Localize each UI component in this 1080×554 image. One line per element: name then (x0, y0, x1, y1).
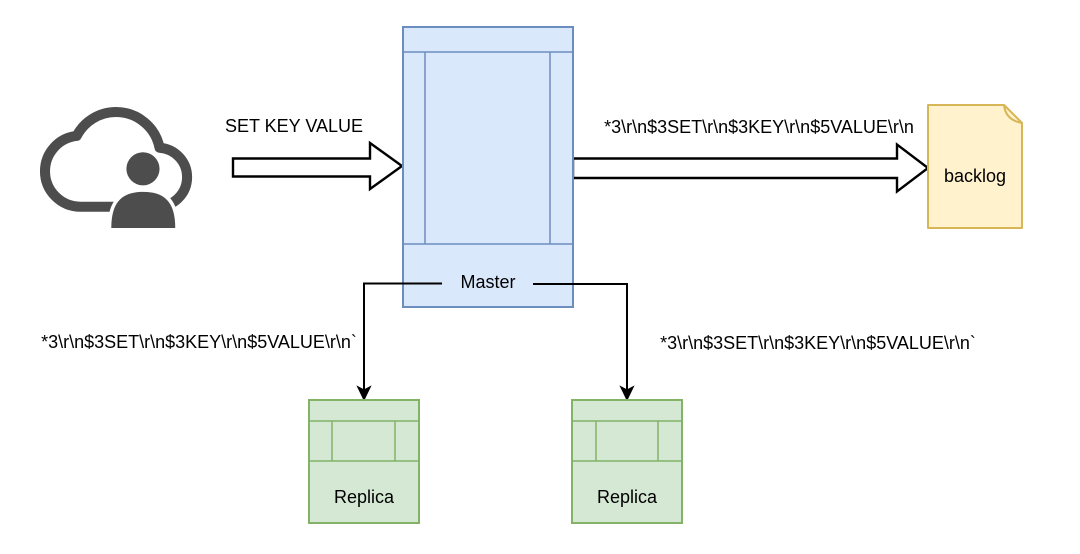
backlog-note (927, 104, 1023, 229)
master-to-replica-right-connector (533, 283, 635, 402)
resp-to-backlog-label: *3\r\n$3SET\r\n$3KEY\r\n$5VALUE\r\n (602, 117, 916, 139)
resp-to-replica-left-label: *3\r\n$3SET\r\n$3KEY\r\n$5VALUE\r\n` (39, 332, 359, 354)
replica-left-node-label: Replica (333, 487, 395, 508)
note-fold-corner (1003, 104, 1023, 124)
replica-right-node-label: Replica (596, 487, 658, 508)
master-to-replica-left-connector (356, 282, 442, 402)
client-to-master-arrow (231, 140, 405, 192)
person-glyph (107, 148, 179, 232)
resp-to-replica-right-label: *3\r\n$3SET\r\n$3KEY\r\n$5VALUE\r\n` (658, 333, 978, 355)
backlog-node-label: backlog (943, 166, 1007, 187)
master-to-backlog-arrow (571, 142, 930, 194)
replica-node-right (571, 399, 683, 524)
master-node-label: Master (460, 272, 516, 293)
master-node (402, 26, 574, 308)
cloud-outline (39, 106, 193, 212)
replica-node-left (308, 399, 420, 524)
cloud-user-icon (39, 106, 193, 232)
client-command-label: SET KEY VALUE (222, 116, 366, 138)
